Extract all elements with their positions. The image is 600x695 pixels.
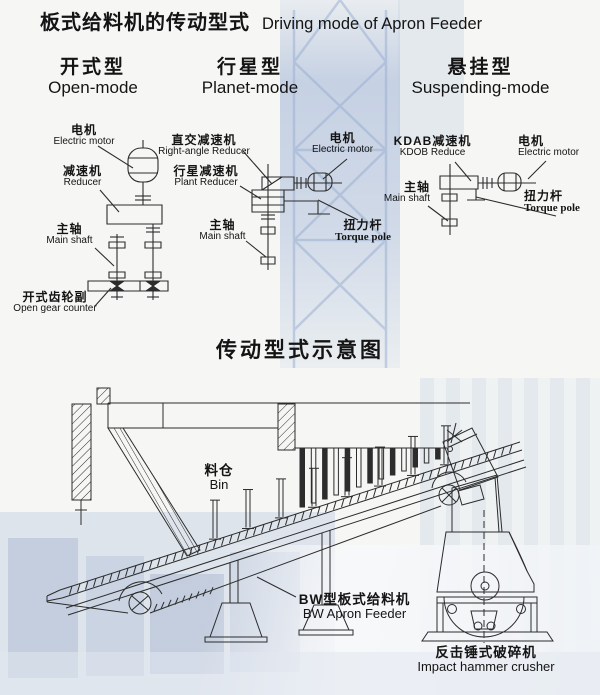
page-title-zh: 板式给料机的传动型式 (40, 12, 250, 34)
label-open-motor: 电机 Electric motor (53, 123, 115, 148)
label-planet-rareducer: 直交减速机 Right-angle Reducer (158, 133, 250, 158)
label-susp-motor: 电机 Electric motor (518, 134, 580, 159)
apron-feeder-schematic (0, 360, 600, 695)
header-open-mode: 开式型 Open-mode (18, 57, 168, 98)
schematic-title: 传动型式示意图 (216, 339, 384, 362)
crusher-drawing (422, 423, 553, 643)
header-suspending-mode: 悬挂型 Suspending-mode (398, 57, 563, 98)
label-open-gear: 开式齿轮副 Open gear counter (13, 290, 97, 315)
bin-drawing (72, 388, 470, 556)
label-planet-preducer: 行星减速机 Plant Reducer (173, 164, 239, 189)
open-mode-name-en: Open-mode (48, 77, 138, 97)
label-apron-feeder: BW型板式给料机 BW Apron Feeder (298, 592, 411, 622)
label-susp-shaft: 主轴 Main shaft (383, 180, 430, 205)
header-planet-mode: 行星型 Planet-mode (175, 57, 325, 98)
label-susp-torque: 扭力杆 Torque pole (524, 189, 580, 215)
label-open-reducer: 减速机 Reducer (62, 164, 102, 189)
page-title-en: Driving mode of Apron Feeder (262, 15, 483, 33)
planet-mode-name-zh: 行星型 (216, 57, 283, 78)
label-planet-torque: 扭力杆 Torque pole (335, 218, 391, 244)
suspending-mode-diagram (370, 120, 600, 300)
planet-mode-diagram (180, 120, 400, 300)
suspending-mode-name-en: Suspending-mode (411, 77, 550, 97)
label-open-shaft: 主轴 Main shaft (46, 222, 93, 247)
label-bin: 料仓 Bin (204, 463, 234, 493)
open-mode-name-zh: 开式型 (59, 57, 126, 78)
page-title: 板式给料机的传动型式 Driving mode of Apron Feeder (40, 6, 482, 35)
label-susp-reducer: KDAB减速机 KDOB Reduce (393, 134, 472, 159)
label-impact-crusher: 反击锤式破碎机 Impact hammer crusher (417, 645, 555, 675)
suspending-mode-name-zh: 悬挂型 (447, 57, 514, 78)
planet-mode-name-en: Planet-mode (201, 77, 299, 97)
open-mode-diagram (0, 120, 200, 320)
feeder-drawing (47, 442, 526, 642)
grizzly-bars-and-posts (70, 426, 513, 611)
label-planet-shaft: 主轴 Main shaft (199, 218, 246, 243)
